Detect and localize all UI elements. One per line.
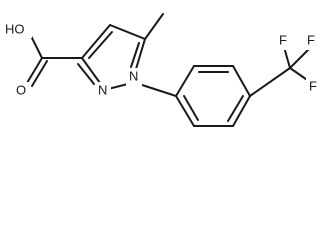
chemical-structure-diagram: HO O N N F F F xyxy=(5,13,317,127)
bond-phenyl-6-1 xyxy=(175,95,195,127)
pyrazole-n1-label: N xyxy=(129,68,138,83)
bond-phenyl-cf3 xyxy=(249,67,291,97)
hydroxyl-label: HO xyxy=(5,21,25,36)
fluorine-top-left-label: F xyxy=(279,32,287,47)
bond-n1-n2 xyxy=(107,83,129,90)
bond-phenyl-1-2 xyxy=(175,65,195,97)
bond-n2-c3-inner xyxy=(77,63,95,85)
bond-n1-phenyl xyxy=(138,83,177,97)
bond-n2-c3 xyxy=(81,57,101,84)
bond-phenyl-3-4 xyxy=(232,65,251,97)
bond-c-f-top-left xyxy=(283,46,291,69)
bond-c3-c4 xyxy=(81,24,111,59)
bond-phenyl-6-1-inner xyxy=(183,95,199,121)
bond-phenyl-4-5-inner xyxy=(227,95,244,122)
bond-c-f-top-right xyxy=(289,47,311,69)
bond-c5-n1-inner xyxy=(130,42,140,68)
bond-c-o-double-2 xyxy=(31,60,48,87)
bond-c3-c4-inner xyxy=(88,31,113,59)
bond-c-o-double-1 xyxy=(26,57,43,84)
fluorine-right-label: F xyxy=(309,78,317,93)
fluorine-top-right-label: F xyxy=(307,32,315,47)
bond-methyl xyxy=(144,13,164,40)
bond-c4-c5 xyxy=(109,24,146,40)
carbonyl-oxygen-label: O xyxy=(16,82,26,97)
bond-c5-n1 xyxy=(135,38,146,70)
bond-phenyl-4-5 xyxy=(232,95,251,127)
pyrazole-n2-label: N xyxy=(98,82,107,97)
